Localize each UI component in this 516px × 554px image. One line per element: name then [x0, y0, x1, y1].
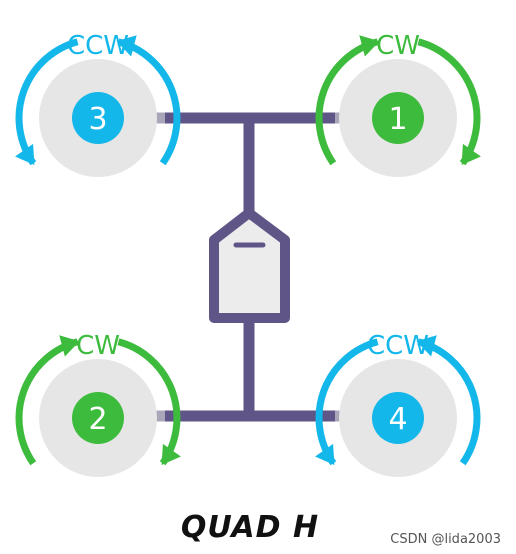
motor-3: 3 CCW: [15, 31, 181, 177]
motor-4: 4 CCW: [315, 331, 481, 477]
flight-controller-shape: [209, 208, 290, 323]
rotation-arc: [315, 338, 379, 466]
rotation-arrowhead: [59, 335, 80, 357]
rotation-arrowhead: [15, 143, 35, 165]
diagram-title: QUAD H: [181, 510, 319, 545]
motor-number: 4: [388, 402, 407, 437]
rotation-arc: [315, 38, 379, 166]
motor-number: 2: [88, 402, 107, 437]
motor-number: 3: [88, 102, 107, 137]
motor-2: 2 CW: [15, 331, 181, 477]
rotation-direction-label: CW: [376, 31, 420, 61]
rotation-arc: [117, 338, 181, 466]
rotation-arrowhead: [416, 335, 437, 357]
motor-number: 1: [388, 102, 407, 137]
rotation-arrowhead: [116, 35, 137, 57]
watermark: CSDN @lida2003: [390, 532, 501, 547]
rotation-arc: [417, 338, 481, 466]
rotation-arrowhead: [161, 443, 181, 465]
motor-1: 1 CW: [315, 31, 481, 177]
rotation-direction-label: CCW: [367, 331, 429, 361]
rotation-arc: [117, 38, 181, 166]
motor-hub: [372, 92, 424, 144]
motor-hub: [72, 92, 124, 144]
rotation-arrowhead: [359, 35, 380, 57]
rotation-arc: [417, 38, 481, 166]
rotation-direction-label: CW: [76, 331, 120, 361]
rotation-arc: [15, 338, 79, 466]
rotation-arrowhead: [315, 443, 335, 465]
rotation-arrowhead: [461, 143, 481, 165]
motor-hub: [72, 392, 124, 444]
motor-hub: [372, 392, 424, 444]
rotation-direction-label: CCW: [67, 31, 129, 61]
flight-controller: [209, 208, 290, 323]
rotation-arc: [15, 38, 79, 166]
